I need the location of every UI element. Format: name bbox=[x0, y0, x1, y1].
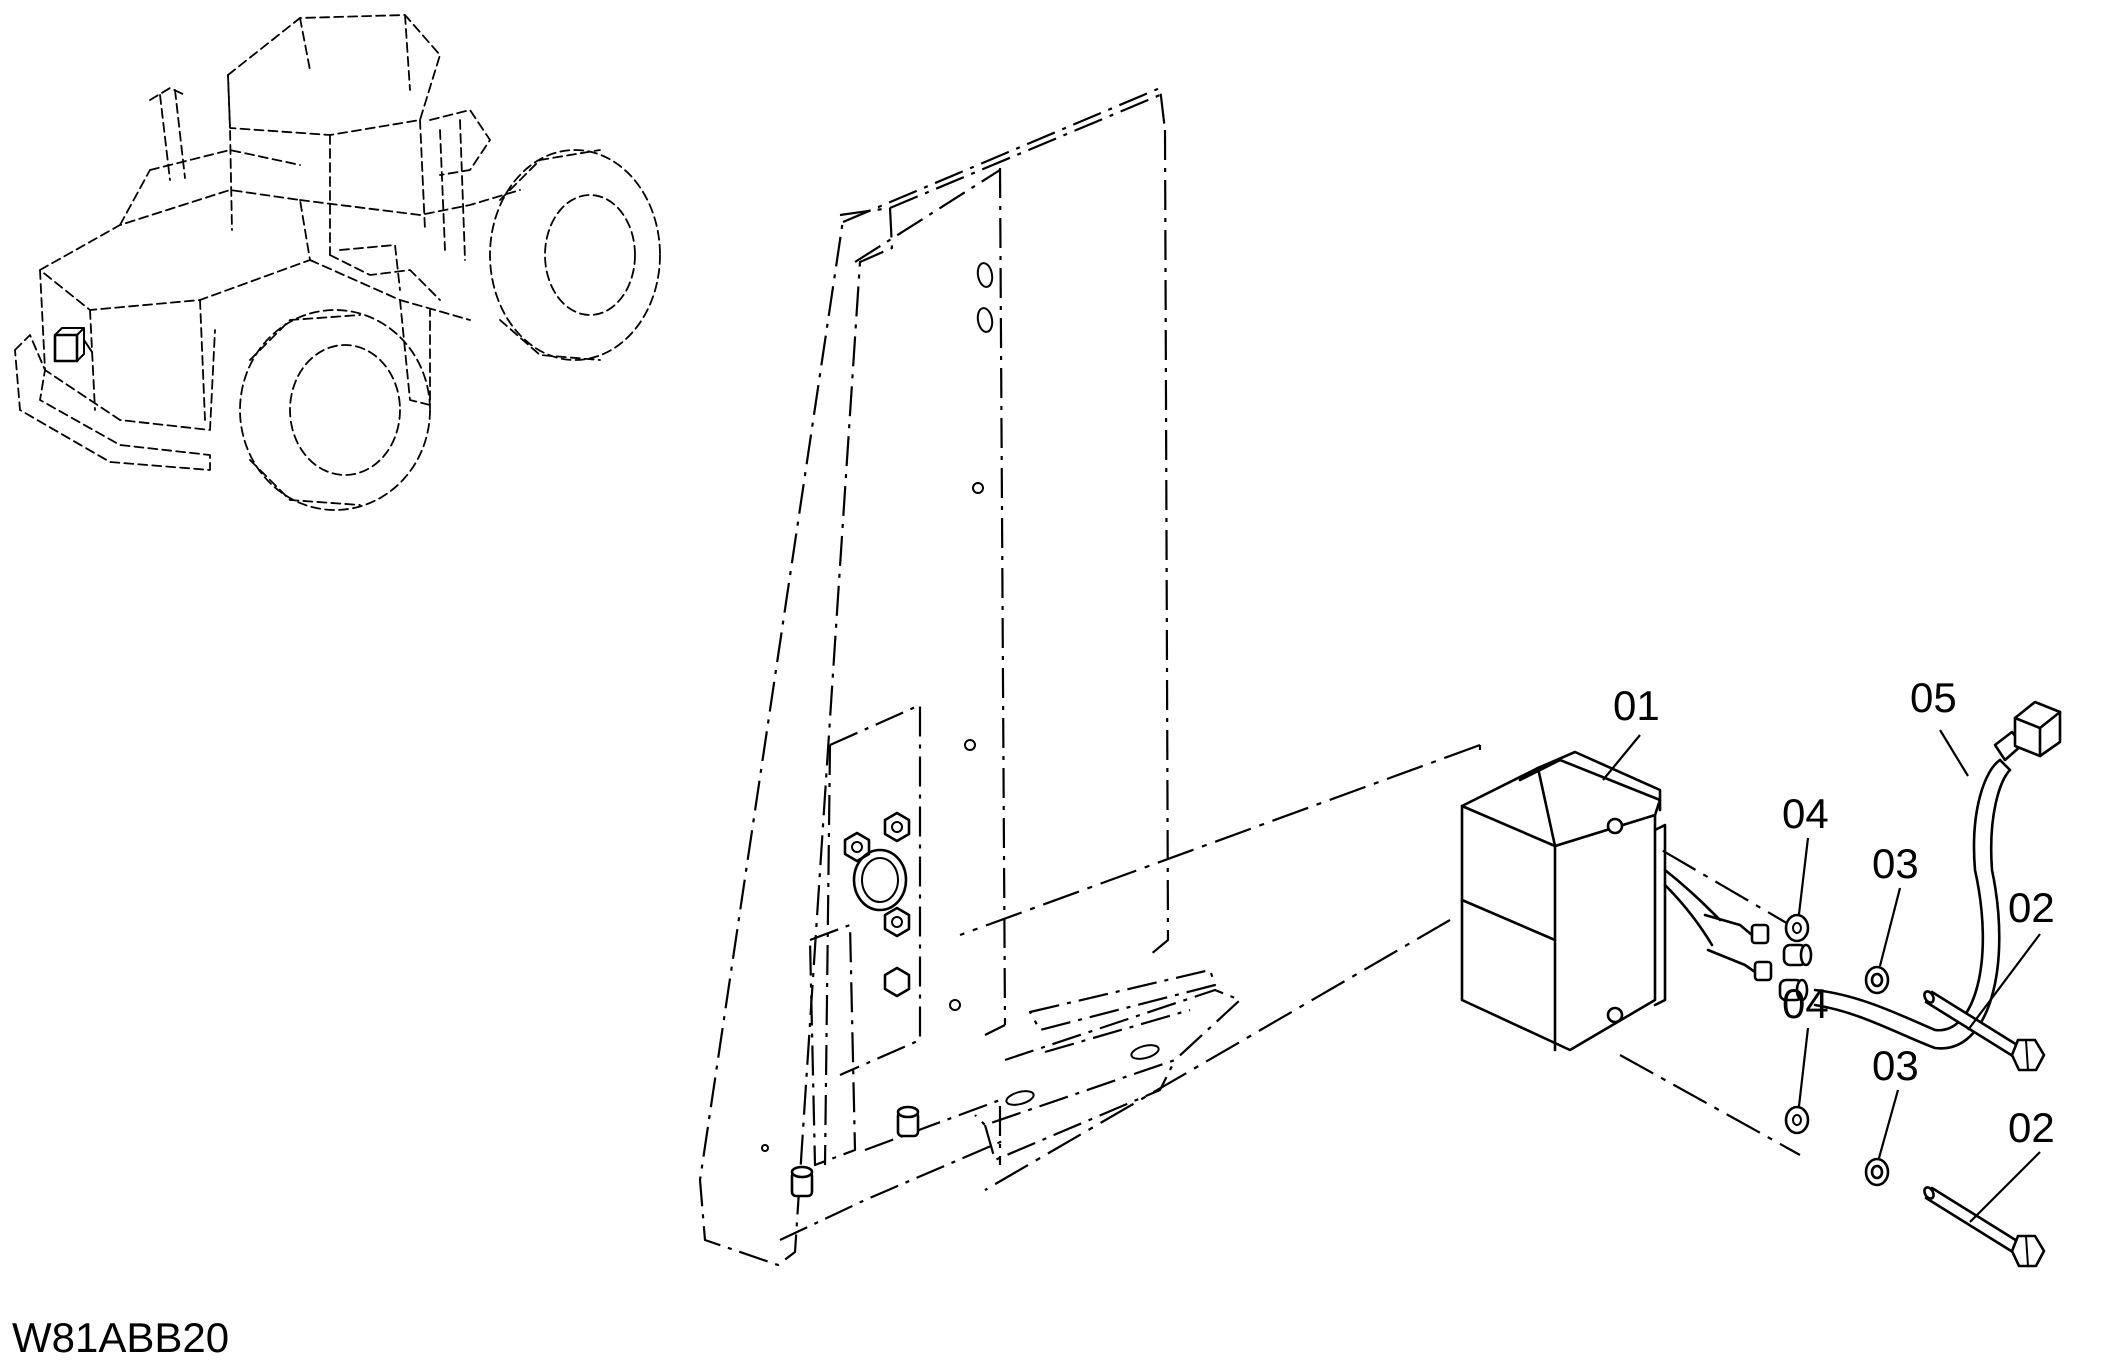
base-spacer bbox=[896, 1105, 920, 1138]
lock-washer-part-03 bbox=[1864, 1157, 1890, 1187]
terminal-sleeve bbox=[1778, 978, 1809, 1002]
callout-03-lower: 03 bbox=[1872, 1042, 1919, 1089]
callout-labels: 01 05 04 03 02 04 03 02 bbox=[1613, 674, 2055, 1151]
plate-nut bbox=[883, 811, 911, 843]
control-unit-part-01 bbox=[1460, 750, 1667, 1052]
terminal-connector bbox=[1753, 960, 1773, 982]
callout-04-upper: 04 bbox=[1782, 790, 1829, 837]
machine-locator-view bbox=[14, 14, 661, 511]
mounting-pillar-phantom bbox=[698, 86, 1242, 1267]
plate-nut bbox=[883, 906, 911, 938]
callout-04-lower: 04 bbox=[1782, 980, 1829, 1027]
plate-nut bbox=[883, 966, 911, 998]
bolt-part-02 bbox=[1923, 1186, 2046, 1268]
wire-harness-part-05 bbox=[1663, 700, 2062, 1050]
callout-02-lower: 02 bbox=[2008, 1104, 2055, 1151]
leader-lines bbox=[1602, 729, 2041, 1223]
assembly-center-lines bbox=[959, 743, 1801, 1191]
callout-01: 01 bbox=[1613, 682, 1660, 729]
drawing-code: W81ABB20 bbox=[12, 1314, 229, 1361]
base-spacer bbox=[790, 1165, 814, 1198]
callout-05: 05 bbox=[1910, 674, 1957, 721]
bolt-part-02 bbox=[1923, 990, 2046, 1072]
lock-washer-part-03 bbox=[1864, 965, 1890, 995]
terminal-sleeve bbox=[1782, 943, 1813, 967]
callout-03-upper: 03 bbox=[1872, 840, 1919, 887]
washer-part-04 bbox=[1784, 1105, 1810, 1135]
washer-part-04 bbox=[1784, 913, 1810, 943]
terminal-connector bbox=[1750, 923, 1770, 945]
callout-02-upper: 02 bbox=[2008, 884, 2055, 931]
